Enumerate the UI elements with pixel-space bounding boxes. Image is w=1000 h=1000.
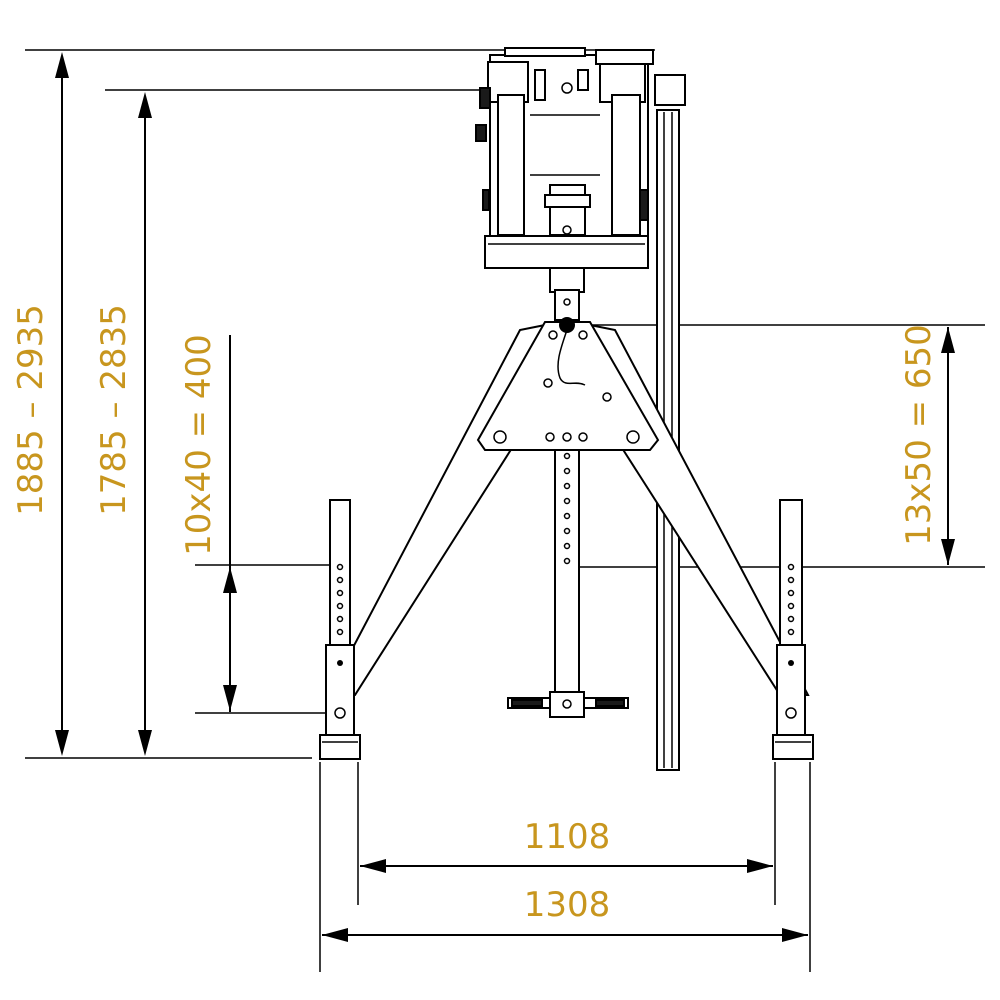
- outer-width-label: 1308: [524, 885, 611, 925]
- right-leg: [772, 499, 814, 760]
- inner-width-label: 1108: [524, 817, 611, 857]
- center-column: [507, 449, 629, 718]
- machine-head: [475, 47, 654, 269]
- left-leg: [319, 499, 361, 760]
- a-frame: [326, 317, 810, 696]
- total-height-label: 1885 – 2935: [11, 304, 51, 516]
- frame-height-label: 1785 – 2835: [94, 304, 134, 516]
- center-adjust-label: 13x50 = 650: [899, 324, 939, 546]
- dimension-lines: [25, 49, 985, 972]
- spindle: [549, 267, 585, 321]
- leg-adjust-label: 10x40 = 400: [179, 334, 219, 556]
